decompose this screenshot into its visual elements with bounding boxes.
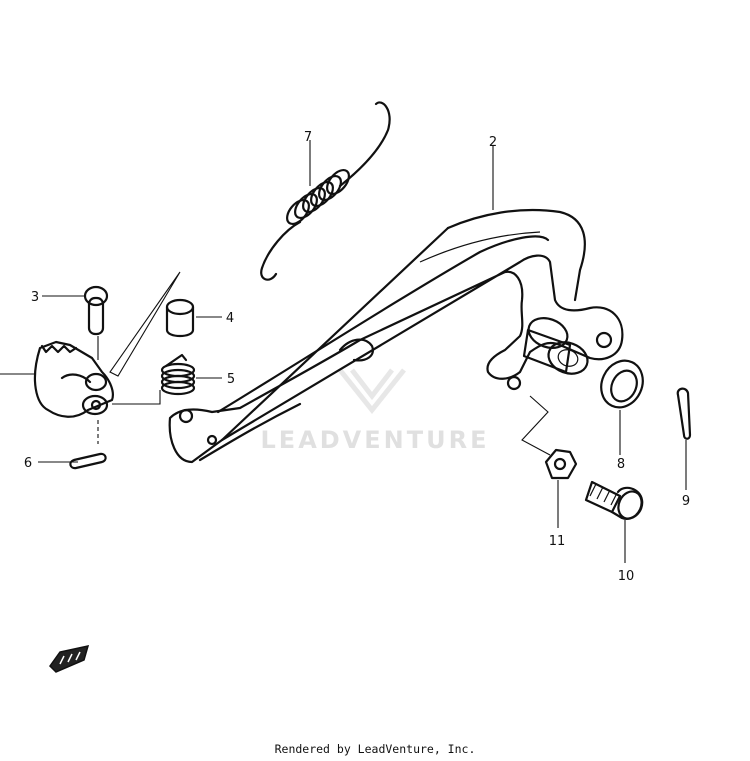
callout-8: 8	[617, 457, 625, 472]
leader-lines	[0, 140, 687, 563]
pin-part-3[interactable]	[83, 285, 109, 336]
render-credit: Rendered by LeadVenture, Inc.	[274, 742, 476, 756]
callout-5: 5	[227, 372, 235, 387]
spring-part-7[interactable]	[260, 101, 391, 281]
cotter-pin-part-6[interactable]	[69, 452, 107, 470]
callout-3: 3	[31, 290, 39, 305]
callout-labels: 7 2 3 4 5 6 8 9 11 10	[24, 130, 690, 584]
callout-9: 9	[682, 494, 690, 509]
callout-7: 7	[304, 130, 312, 145]
watermark: LEADVENTURE	[261, 368, 490, 454]
callout-6: 6	[24, 456, 32, 471]
callout-10: 10	[618, 569, 635, 584]
collar-part-4[interactable]	[165, 298, 195, 338]
callout-4: 4	[226, 311, 234, 326]
brand-stamp-icon	[49, 645, 90, 673]
bolt-part-10[interactable]	[584, 480, 646, 522]
washer-part-8[interactable]	[594, 354, 651, 414]
cotter-pin-part-9[interactable]	[676, 387, 692, 440]
watermark-text: LEADVENTURE	[261, 426, 490, 454]
callout-2: 2	[489, 135, 497, 150]
nut-part-11[interactable]	[544, 448, 578, 480]
brake-pedal-part-2[interactable]	[168, 208, 624, 464]
callout-11: 11	[549, 534, 566, 549]
footpeg-bracket[interactable]	[33, 340, 114, 418]
small-spring-part-5[interactable]	[160, 353, 196, 396]
